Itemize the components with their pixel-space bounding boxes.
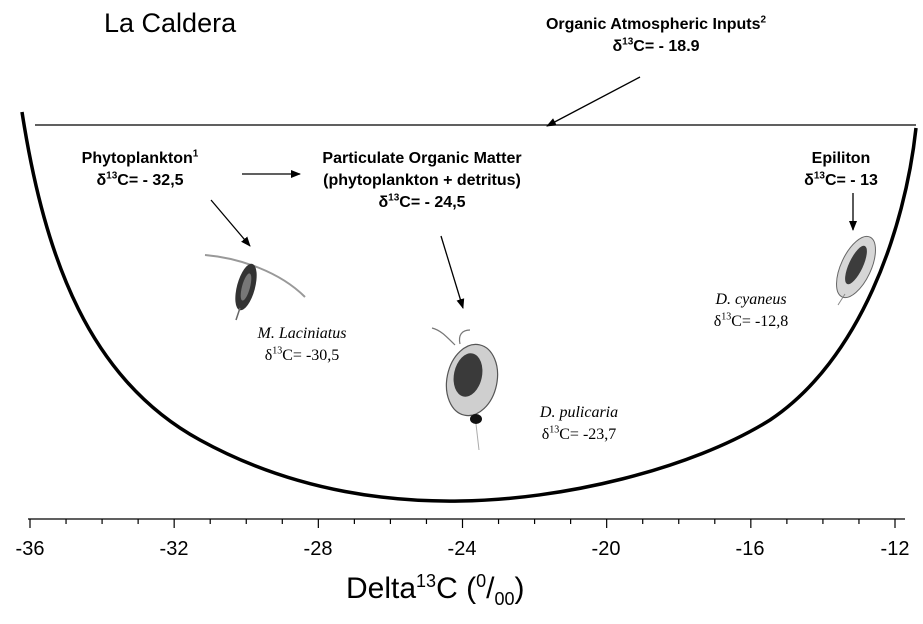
- d-cyaneus-organism-image: [836, 235, 876, 306]
- m-laciniatus-label: M. Laciniatus δ13C= -30,5: [257, 325, 347, 364]
- pom-value: - 24,5: [424, 194, 466, 211]
- d-cyaneus-value: -12,8: [754, 313, 789, 330]
- x-tick-label: -32: [159, 538, 189, 560]
- phytoplankton-value: - 32,5: [142, 172, 184, 189]
- pom-label: Particulate Organic Matter (phytoplankto…: [322, 150, 522, 211]
- d-pulicaria-label: D. pulicaria δ13C= -23,7: [539, 404, 619, 443]
- lake-basin-outline: [20, 111, 918, 503]
- d-pulicaria-value: -23,7: [582, 426, 617, 443]
- x-axis-title: Delta13C (0/00): [346, 571, 525, 609]
- pom-to-pulicaria-arrow: [440, 235, 465, 309]
- x-tick-label: -20: [591, 538, 621, 560]
- x-tick-label: -16: [735, 538, 765, 560]
- x-tick-label: -12: [880, 538, 910, 560]
- x-axis: [28, 518, 905, 528]
- d-pulicaria-organism-image: [431, 327, 499, 451]
- m-laciniatus-organism-image: [204, 254, 306, 321]
- atmospheric-inputs-label: Organic Atmospheric Inputs2 δ13C= - 18.9: [545, 14, 767, 55]
- x-tick-label: -36: [15, 538, 45, 560]
- lake-title: La Caldera: [104, 8, 237, 38]
- epiliton-label: Epiliton δ13C= - 13: [804, 150, 878, 189]
- x-tick-label: -24: [447, 538, 477, 560]
- x-tick-label: -28: [303, 538, 333, 560]
- atmospheric-input-arrow: [546, 76, 641, 127]
- epiliton-value: - 13: [850, 172, 878, 189]
- atmospheric-inputs-value: - 18.9: [658, 38, 700, 55]
- m-laciniatus-value: -30,5: [305, 347, 340, 364]
- phyto-to-laciniatus-arrow: [210, 199, 251, 247]
- phytoplankton-label: Phytoplankton1 δ13C= - 32,5: [81, 148, 199, 189]
- d-cyaneus-label: D. cyaneus δ13C= -12,8: [713, 291, 789, 330]
